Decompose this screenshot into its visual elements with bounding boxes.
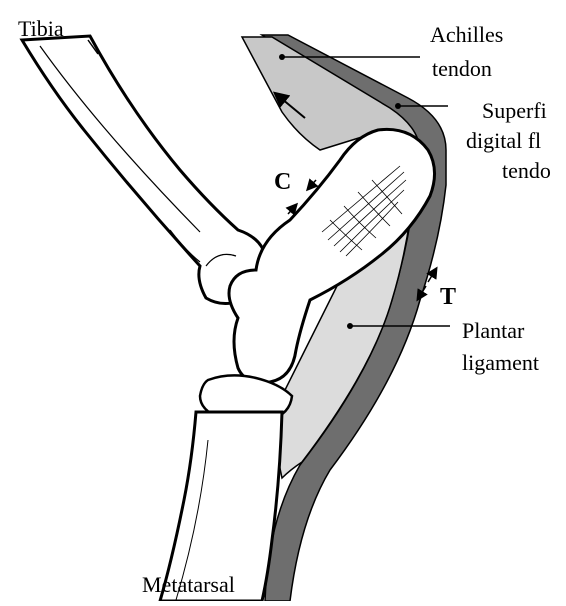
label-plantar-line2: ligament xyxy=(462,352,539,374)
label-tension: T xyxy=(440,285,456,309)
label-sdf-line2: digital fl xyxy=(466,130,541,152)
label-sdf-line3: tendo xyxy=(502,160,551,182)
label-sdf-line1: Superfi xyxy=(482,100,547,122)
label-achilles-line1: Achilles xyxy=(430,24,503,46)
plantar-leader-dot xyxy=(347,323,353,329)
sdf-leader-dot xyxy=(395,103,401,109)
label-tibia: Tibia xyxy=(18,18,64,40)
label-achilles-line2: tendon xyxy=(432,58,492,80)
label-plantar-line1: Plantar xyxy=(462,320,524,342)
achilles-leader-dot xyxy=(279,54,285,60)
tibia-bone xyxy=(22,36,267,304)
label-metatarsal: Metatarsal xyxy=(142,574,235,596)
label-compression: C xyxy=(274,170,291,194)
